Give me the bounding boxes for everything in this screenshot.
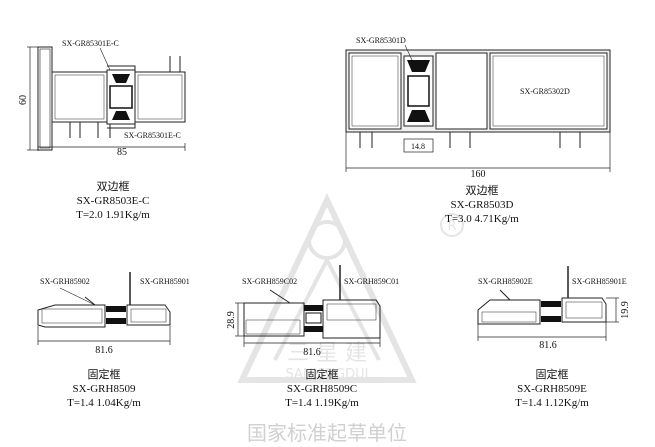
caption-spec: T=3.0 4.71Kg/m — [445, 213, 519, 225]
caption-spec: T=1.4 1.12Kg/m — [515, 397, 589, 409]
dim-width-value: 85 — [117, 147, 127, 158]
dim-width — [243, 336, 381, 347]
dim-height — [27, 46, 38, 151]
part-label-right: SX-GRH85901E — [572, 277, 627, 286]
dim-width-value: 81.6 — [303, 347, 321, 358]
leader-line — [404, 44, 413, 61]
registered-mark-circle — [440, 213, 464, 237]
dim-width-value: 81.6 — [539, 340, 557, 351]
profile-section-drawing — [345, 49, 611, 148]
caption-model: SX-GR8503E-C — [77, 195, 150, 207]
dim-width — [345, 130, 611, 172]
part-label-right: SX-GR85302D — [520, 87, 570, 96]
caption-name: 固定框 — [306, 367, 339, 381]
dim-break-width-value: 14.8 — [411, 142, 425, 151]
profile-grh8509e: SX-GRH85902E SX-GRH85901E 19.9 81.6 固定框 … — [477, 266, 631, 409]
registered-mark: R — [447, 219, 456, 234]
part-label-top: SX-GR85301E-C — [62, 39, 119, 48]
part-label-left: SX-GRH85902E — [478, 277, 533, 286]
profile-grh8509: SX-GRH85902 SX-GRH85901 81.6 固定框 SX-GRH8… — [37, 272, 190, 409]
leader-line — [59, 287, 96, 306]
dim-width — [477, 322, 607, 341]
dim-height-value: 60 — [18, 95, 29, 105]
caption-name: 双边框 — [97, 180, 130, 193]
dim-width-value: 81.6 — [95, 345, 113, 356]
part-label-right: SX-GRH859C01 — [344, 277, 399, 286]
caption-model: SX-GRH8509E — [517, 383, 587, 395]
dim-height — [606, 297, 619, 323]
dim-height — [235, 302, 244, 337]
thermal-break-strip — [106, 306, 126, 324]
watermark-brand-cn: 三 星 建 — [287, 341, 367, 366]
part-label-left: SX-GRH859C02 — [242, 277, 297, 286]
caption-name: 双边框 — [466, 184, 499, 197]
thermal-break-strip — [109, 74, 133, 120]
part-label-left: SX-GRH85902 — [40, 277, 90, 286]
watermark: R 三 星 建 SANXINGDUI — [237, 192, 464, 383]
caption-model: SX-GR8503D — [451, 199, 514, 211]
caption-model: SX-GRH8509C — [287, 383, 357, 395]
part-label-top: SX-GR85301D — [356, 36, 406, 45]
profile-section-drawing — [477, 266, 607, 325]
thermal-break-strip — [304, 305, 323, 332]
dim-width — [37, 143, 186, 151]
profile-section-drawing — [243, 265, 381, 339]
caption-name: 固定框 — [536, 367, 569, 381]
dim-height-value: 19.9 — [620, 301, 631, 319]
watermark-footer: 国家标准起草单位 — [247, 421, 407, 445]
leader-line — [99, 47, 111, 71]
caption-spec: T=1.4 1.04Kg/m — [67, 397, 141, 409]
dim-width — [37, 326, 171, 345]
dim-width-value: 160 — [471, 169, 486, 180]
part-label-bottom: SX-GR85301E-C — [124, 131, 181, 140]
watermark-logo — [237, 192, 417, 383]
part-label-right: SX-GRH85901 — [140, 277, 190, 286]
thermal-break-strip — [541, 301, 561, 322]
watermark-brand-en: SANXINGDUI — [285, 367, 368, 382]
caption-spec: T=1.4 1.19Kg/m — [285, 397, 359, 409]
dim-height-value: 28.9 — [226, 311, 237, 329]
caption-spec: T=2.0 1.91Kg/m — [76, 209, 150, 221]
dim-break-width — [403, 138, 434, 153]
caption-model: SX-GRH8509 — [73, 383, 136, 395]
caption-name: 固定框 — [88, 367, 121, 381]
profile-gr8503e-c: SX-GR85301E-C SX-GR85301E-C 60 85 双边框 SX… — [18, 39, 186, 221]
thermal-break-strip — [407, 60, 430, 122]
profile-gr8503d: SX-GR85301D SX-GR85302D 14.8 160 双边框 SX-… — [345, 36, 611, 225]
profile-grh8509c: SX-GRH859C02 SX-GRH859C01 28.9 81.6 固定框 … — [226, 265, 399, 409]
profile-section-drawing — [37, 46, 186, 151]
profile-section-drawing — [37, 272, 171, 328]
